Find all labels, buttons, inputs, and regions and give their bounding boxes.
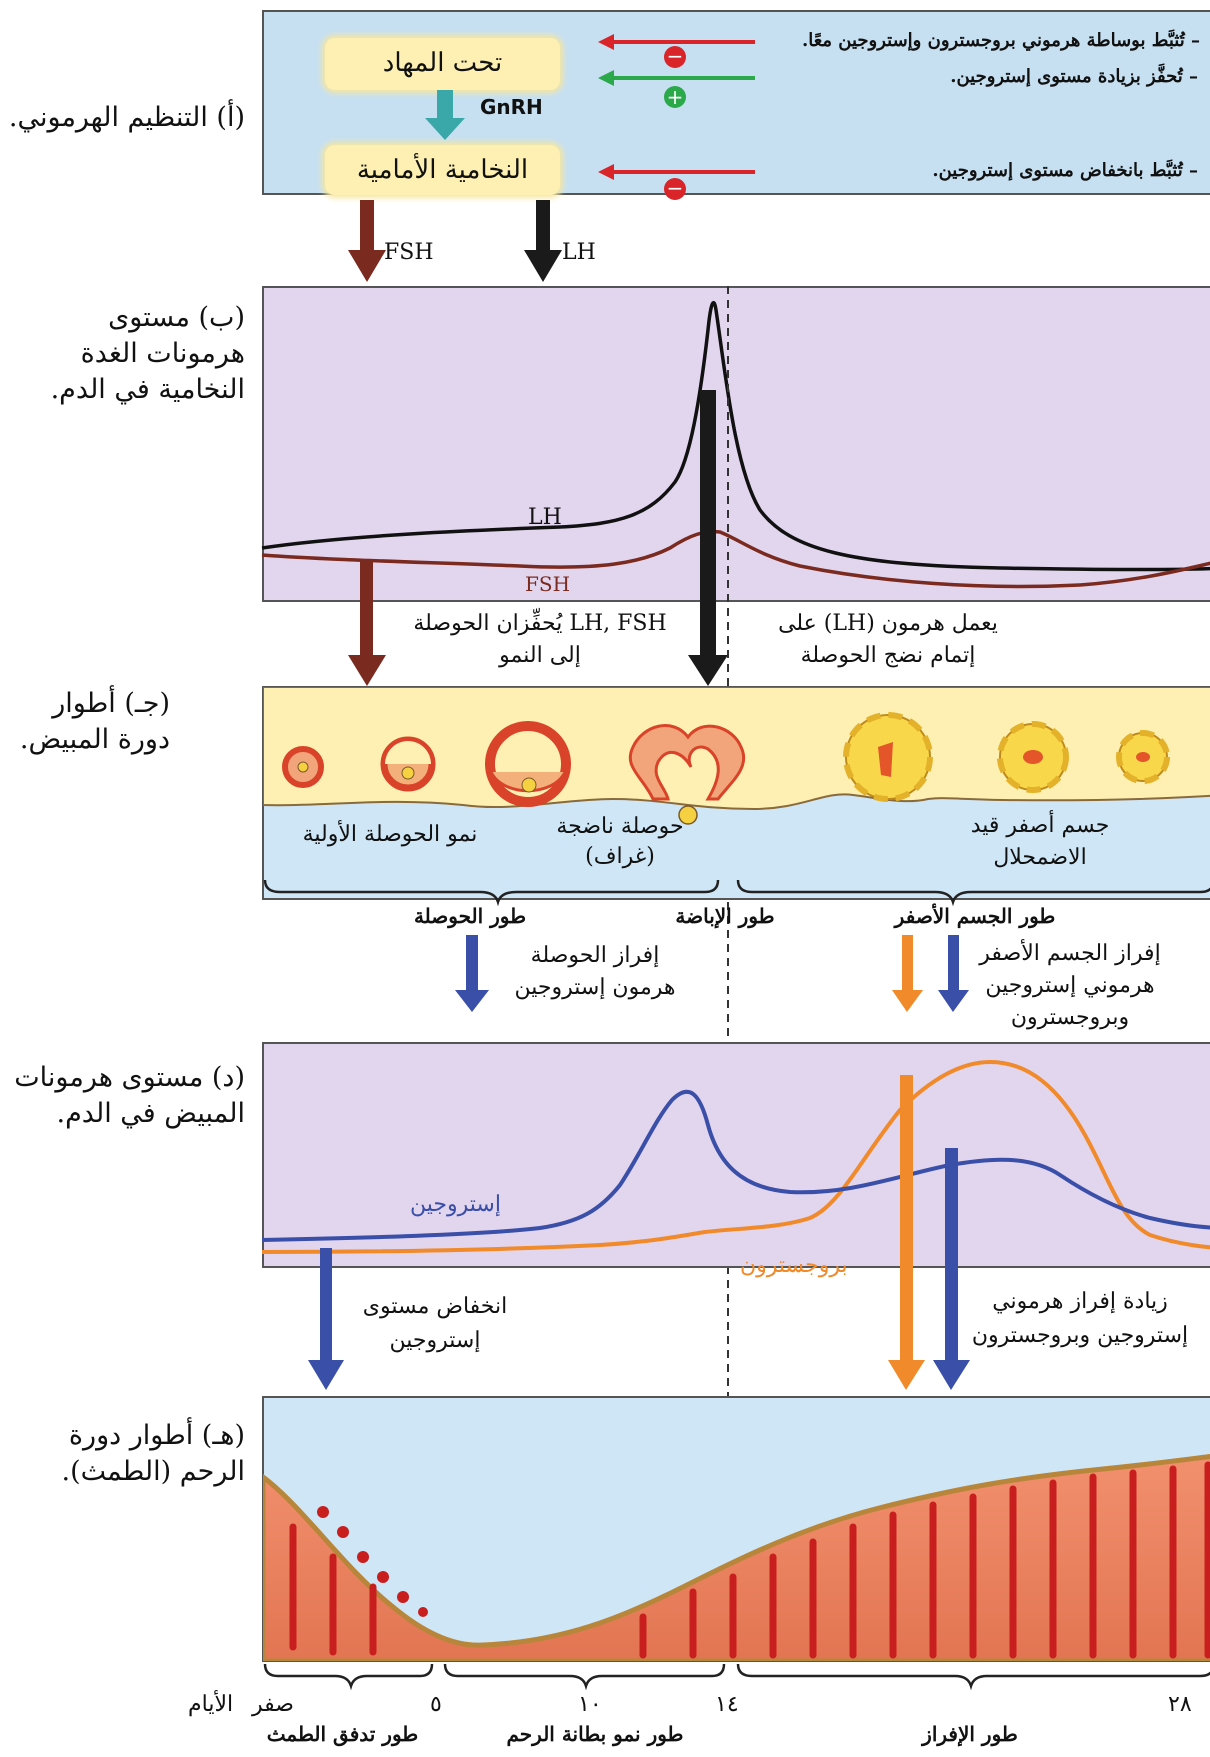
days-axis-label: الأيام — [188, 1692, 233, 1717]
day-tick-14: ١٤ — [715, 1692, 739, 1717]
proliferative-phase-label: طور نمو بطانة الرحم — [490, 1722, 700, 1746]
day-tick-28: ٢٨ — [1168, 1692, 1192, 1717]
day-tick-10: ١٠ — [578, 1692, 602, 1717]
secretory-phase-label: طور الإفراز — [905, 1722, 1035, 1746]
menstrual-phase-label: طور تدفق الطمث — [255, 1722, 430, 1746]
day-tick-0: صفر — [252, 1692, 294, 1717]
day-tick-5: ٥ — [430, 1692, 442, 1717]
